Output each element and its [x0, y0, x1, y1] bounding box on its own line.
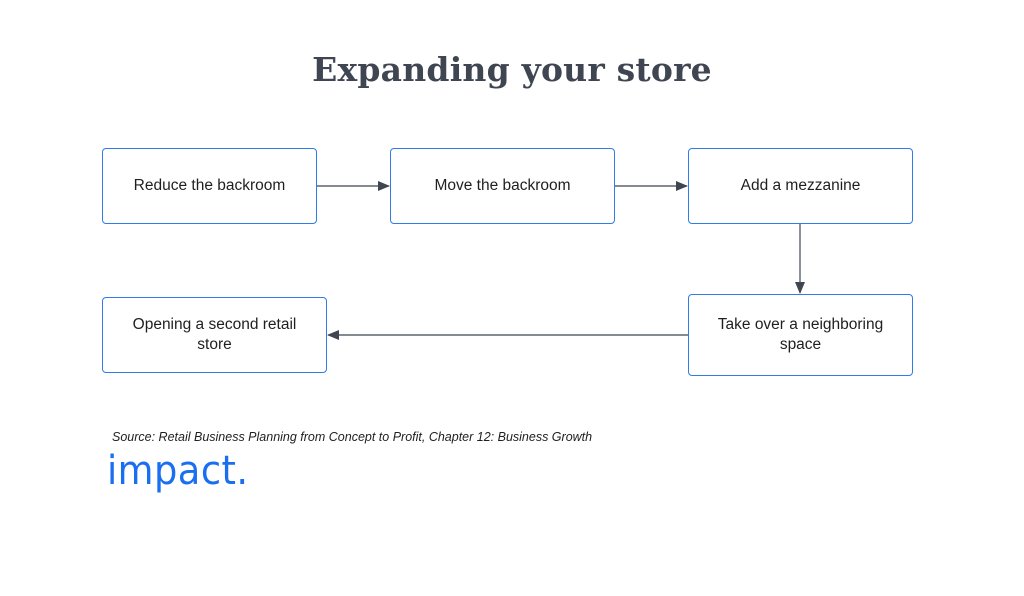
node-move-backroom: Move the backroom: [390, 148, 615, 224]
source-citation: Source: Retail Business Planning from Co…: [112, 430, 593, 444]
node-take-over-neighboring-space: Take over a neighboring space: [688, 294, 913, 376]
node-reduce-backroom: Reduce the backroom: [102, 148, 317, 224]
impact-logo: impact.: [107, 448, 249, 494]
node-add-mezzanine: Add a mezzanine: [688, 148, 913, 224]
node-open-second-store: Opening a second retail store: [102, 297, 327, 373]
diagram-title: Expanding your store: [312, 50, 712, 89]
